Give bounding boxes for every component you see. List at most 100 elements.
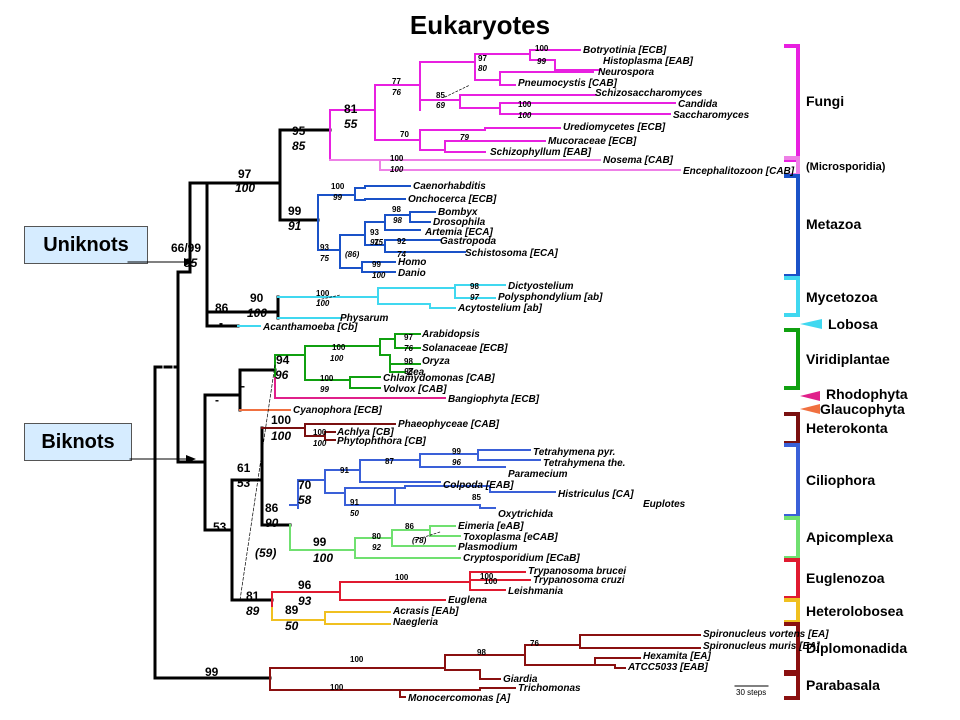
support-value: 70 [298,478,312,492]
group-label: Mycetozoa [806,289,878,305]
support-value: 98 [404,357,413,366]
support-value: - [215,393,219,407]
group-label: (Microsporidia) [806,161,886,173]
support-value: 97 [478,54,487,63]
euglenozoa-clade [271,571,531,609]
glaucophyta-arrow [800,404,820,414]
basal-branch [153,365,272,680]
taxon-label: Homo [398,257,426,268]
support-value: 100 [480,572,494,581]
support-value: 100 [313,428,327,437]
support-value: - [219,316,223,330]
support-value: 94 [276,353,290,367]
taxon-label: Schizosaccharomyces [595,88,703,99]
support-value: 97 [404,333,413,342]
group-label: Apicomplexa [806,529,893,545]
support-value: 87 [385,457,394,466]
taxon-label: Neurospora [598,67,655,78]
taxon-label: Onchocerca [ECB] [408,194,497,205]
heterolobosea-bracket [784,598,800,624]
biknots-label: Biknots [41,430,115,453]
group-label: Ciliophora [806,472,875,488]
support-value: 89 [285,603,299,617]
uniknots-label-box: Uniknots [24,226,148,264]
taxon-label: Caenorhabditis [413,181,486,192]
taxon-label: Colpoda [EAB] [443,480,514,491]
group-label: Parabasala [806,677,880,693]
taxon-label: Oryza [422,356,450,367]
taxon-label: Pneumocystis [CAB] [518,78,618,89]
acanth-branch [205,310,240,328]
support-value: 92 [397,237,406,246]
support-value: 79 [460,133,469,142]
taxon-label: Histoplasma [EAB] [603,56,694,67]
support-value: 50 [350,509,359,518]
taxon-label: Trypanosoma cruzi [533,575,625,586]
support-value: 98 [477,648,486,657]
taxon-label: Achlya [CB] [336,427,394,438]
support-value: 98 [470,282,479,291]
viridiplantae-clade [274,333,421,389]
support-value: 61 [237,461,251,475]
support-value: 89 [246,604,260,618]
support-value: 93 [320,243,329,252]
taxon-label: Phytophthora [CB] [337,436,427,447]
support-value: 98 [393,216,402,225]
taxon-label: Tetrahymena pyr. [533,447,615,458]
support-value: 97 [470,293,479,302]
taxon-label: Bangiophyta [ECB] [448,394,540,405]
taxon-label: Oxytrichida [498,509,553,520]
uniknots-label: Uniknots [43,233,129,256]
support-value: (86) [345,250,360,259]
support-value: 80 [372,532,381,541]
mycetozoa-clade [237,284,506,327]
support-value: 76 [530,639,539,648]
taxon-label: Artemia [ECA] [424,227,493,238]
support-value: 96 [452,458,461,467]
support-value: 98 [392,205,401,214]
support-value: 90 [250,291,264,305]
taxon-label: Spironucleus vortens [EA] [703,629,829,640]
group-label: Metazoa [806,216,861,232]
taxon-label: Euplotes [643,499,686,510]
lobosa-arrow [800,319,822,329]
taxon-label: Nosema [CAB] [603,155,674,166]
support-value: 85 [472,493,481,502]
taxon-label: Dictyostelium [508,281,574,292]
support-value: 99 [537,57,546,66]
support-value: 98 [404,367,413,376]
support-value: 93 [370,228,379,237]
support-value: 96 [275,368,289,382]
support-value: 100 [313,439,327,448]
taxon-label: Drosophila [433,217,486,228]
taxon-label: ATCC5033 [EAB] [627,662,708,673]
taxon-label: Giardia [503,674,538,685]
support-value: (59) [255,546,276,560]
support-value: 100 [316,289,330,298]
scale-bar-label: 30 steps [736,688,766,697]
support-value: 50 [285,619,299,633]
support-value: 100 [390,154,404,163]
ciliophora-clade [289,449,556,509]
taxon-label: Trichomonas [518,683,581,694]
heterokonta-bracket [784,412,800,445]
support-value: 81 [344,102,358,116]
taxon-label: Euglena [448,595,487,606]
taxon-label: Zea [406,367,425,378]
support-value: 100 [518,111,532,120]
taxon-label: Naegleria [393,617,438,628]
rhodophyta-arrow [800,391,820,401]
myceto-dashed [317,294,341,301]
fungi-dashed [444,84,471,98]
group-label: Diplomonadida [806,640,907,656]
taxon-label: Paramecium [508,469,568,480]
support-value: 99 [205,665,219,679]
taxon-label: Tetrahymena the. [543,458,625,469]
diplomonad-clade [269,634,701,698]
taxon-label: Plasmodium [458,542,518,553]
group-label: Fungi [806,93,844,109]
taxon-label: Cyanophora [ECB] [293,405,383,416]
taxon-label: Mucoraceae [ECB] [548,136,637,147]
parabasala-bracket [784,672,800,700]
support-value: 91 [288,219,302,233]
